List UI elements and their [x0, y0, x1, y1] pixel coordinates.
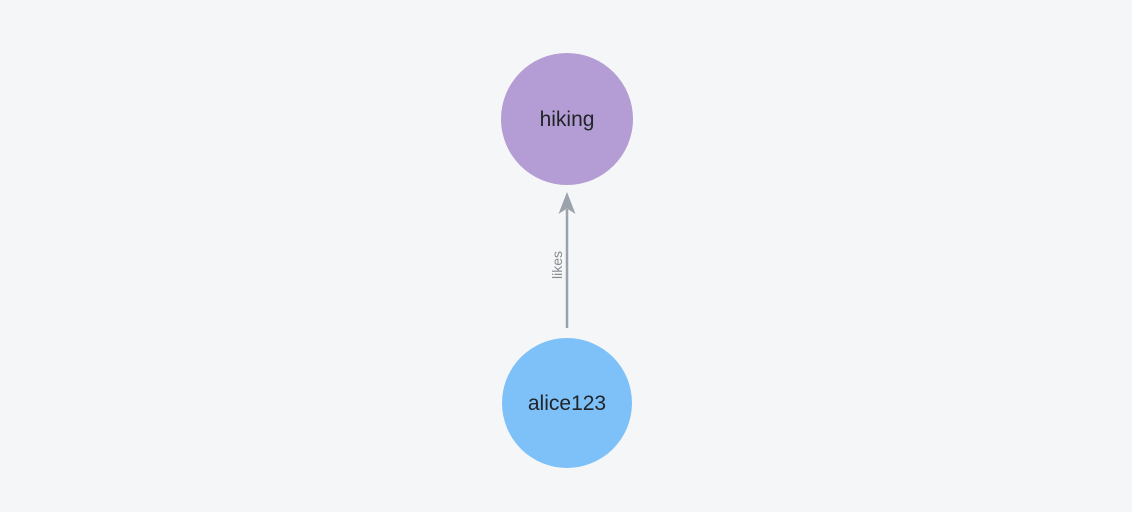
node-alice123-circle[interactable] — [502, 338, 632, 468]
node-alice123[interactable]: alice123 — [502, 338, 632, 468]
node-hiking-label: hiking — [540, 108, 595, 131]
edge-label: likes — [549, 251, 565, 279]
node-alice123-label: alice123 — [528, 392, 606, 415]
edge-alice123-likes-hiking: likes — [549, 192, 576, 328]
node-hiking-circle[interactable] — [501, 53, 633, 185]
edge-arrowhead — [558, 192, 576, 214]
node-hiking[interactable]: hiking — [501, 53, 633, 185]
